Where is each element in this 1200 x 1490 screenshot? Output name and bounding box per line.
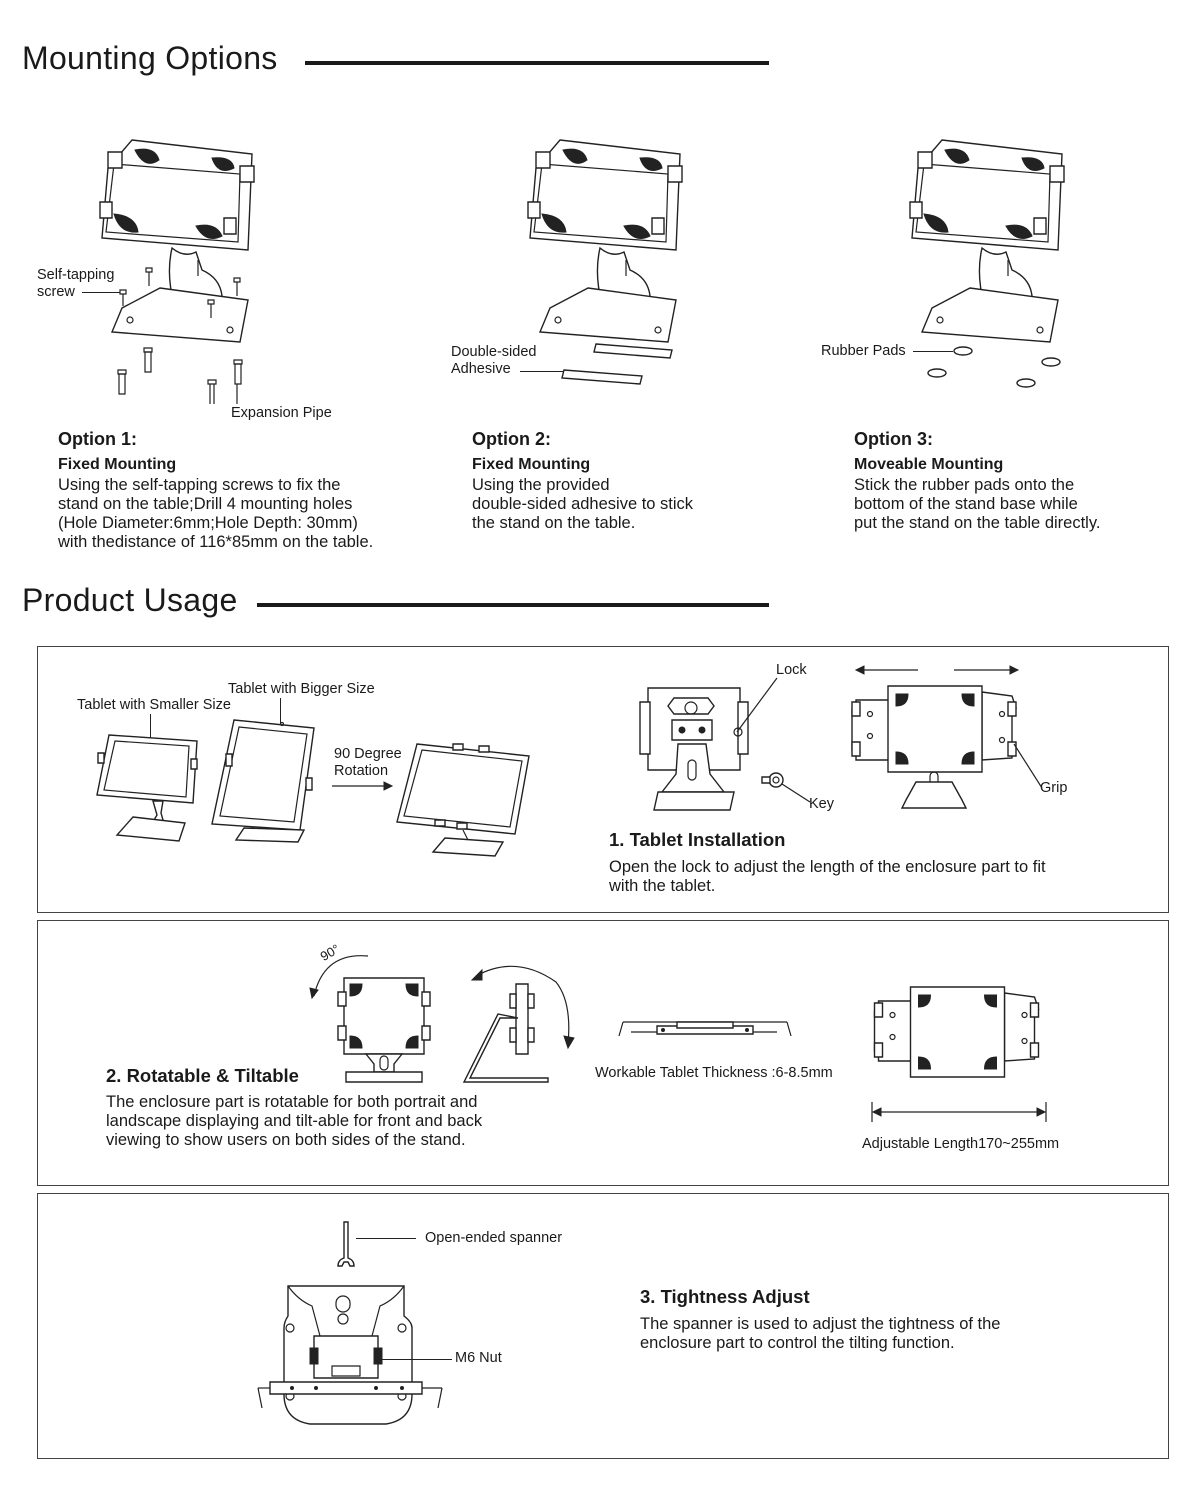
label-adjustable-length: Adjustable Length170~255mm: [862, 1136, 1060, 1152]
small-tablet-illustration: [95, 733, 200, 843]
option-1-title: Option 1:: [58, 429, 137, 449]
stand-illustration-option3: [905, 138, 1075, 348]
label-rubber-pads: Rubber Pads: [821, 343, 906, 359]
option-3-title: Option 3:: [854, 429, 933, 449]
option-3-subtitle: Moveable Mounting: [854, 456, 1004, 473]
label-key: Key: [809, 796, 834, 812]
arrow-right-icon: [332, 781, 392, 791]
label-smaller-tablet: Tablet with Smaller Size: [77, 697, 231, 713]
grip-enclosure-illustration: [850, 684, 1025, 812]
thickness-side-illustration: [617, 1014, 793, 1044]
leader-line: [356, 1238, 416, 1239]
option-2-subtitle: Fixed Mounting: [472, 456, 591, 473]
arrow-left-icon: [856, 664, 920, 676]
rubber-pads: [925, 344, 1065, 390]
option-2-body: Using the provided double-sided adhesive…: [472, 476, 694, 532]
label-grip: Grip: [1040, 780, 1068, 796]
section-title-usage: Product Usage: [22, 582, 238, 618]
leader-line: [82, 292, 120, 293]
screws-illustration: [110, 262, 270, 407]
section-rule-mounting: [305, 61, 769, 65]
rotated-tablet-illustration: [395, 742, 535, 857]
label-spanner: Open-ended spanner: [425, 1230, 563, 1246]
option-1-subtitle: Fixed Mounting: [58, 456, 177, 473]
nut-assembly-illustration: [256, 1284, 446, 1429]
leader-line: [780, 782, 812, 804]
option-1-body: Using the self-tapping screws to fix the…: [58, 476, 374, 551]
option-3-body: Stick the rubber pads onto the bottom of…: [854, 476, 1101, 532]
leader-line: [1012, 742, 1044, 792]
step2-title: 2. Rotatable & Tiltable: [106, 1065, 299, 1086]
label-rotation: 90 Degree Rotation: [334, 746, 402, 779]
usage-box-rotatable-tiltable: [37, 920, 1169, 1186]
arrow-right-icon: [954, 664, 1018, 676]
label-adhesive: Double-sided Adhesive: [451, 344, 537, 377]
option-2-title: Option 2:: [472, 429, 551, 449]
step1-title: 1. Tablet Installation: [609, 829, 786, 850]
adjustable-enclosure-illustration: [870, 985, 1050, 1081]
stand-illustration-option1: [100, 138, 260, 348]
spanner-icon: [336, 1220, 356, 1270]
length-dimension-arrow-icon: [870, 1102, 1050, 1122]
label-expansion-pipe: Expansion Pipe: [231, 405, 332, 421]
step3-title: 3. Tightness Adjust: [640, 1286, 810, 1307]
step2-body: The enclosure part is rotatable for both…: [106, 1093, 483, 1149]
section-title-mounting: Mounting Options: [22, 40, 278, 76]
label-m6-nut: M6 Nut: [455, 1350, 502, 1366]
tilt-side-illustration: [466, 964, 578, 1086]
lock-enclosure-illustration: [638, 684, 758, 814]
key-icon: [760, 768, 788, 792]
label-bigger-tablet: Tablet with Bigger Size: [228, 681, 375, 697]
portrait-enclosure-illustration: [336, 976, 432, 1084]
adhesive-strips: [560, 342, 680, 388]
stand-illustration-option2: [523, 138, 693, 348]
label-tablet-thickness: Workable Tablet Thickness :6-8.5mm: [595, 1065, 833, 1081]
leader-line: [913, 351, 953, 352]
section-rule-usage: [257, 603, 769, 607]
step3-body: The spanner is used to adjust the tightn…: [640, 1315, 1001, 1352]
leader-line: [378, 1359, 452, 1360]
leader-line: [735, 676, 780, 736]
leader-line: [520, 371, 564, 372]
big-tablet-illustration: [210, 718, 320, 846]
step1-body: Open the lock to adjust the length of th…: [609, 858, 1046, 895]
usage-box-tablet-installation: [37, 646, 1169, 913]
label-self-tapping-screw: Self-tapping screw: [37, 267, 115, 300]
usage-box-tightness-adjust: [37, 1193, 1169, 1459]
leader-line: [280, 698, 281, 724]
leader-line: [150, 714, 151, 738]
label-lock: Lock: [776, 662, 807, 678]
rotate-arrow-icon: [308, 950, 370, 1000]
